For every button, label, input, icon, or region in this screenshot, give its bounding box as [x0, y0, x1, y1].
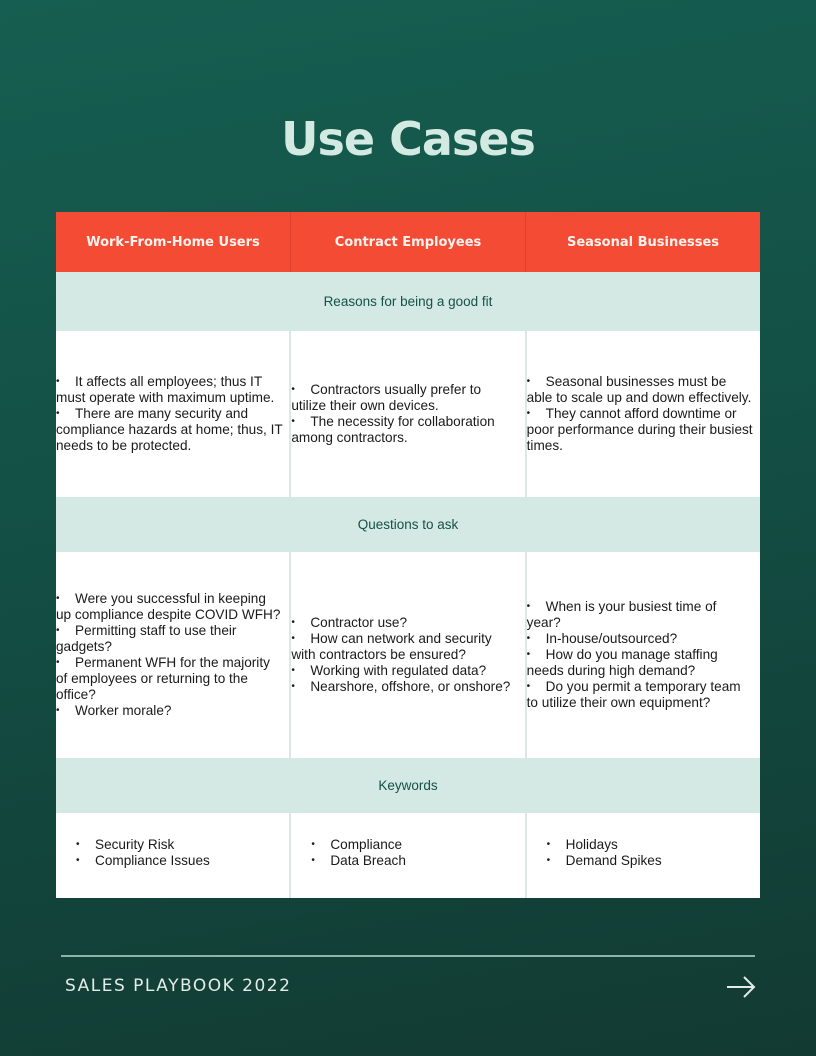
list-item: Permitting staff to use their gadgets?	[37, 623, 283, 655]
table-cell: Were you successful in keeping up compli…	[37, 552, 292, 758]
list-item: Permanent WFH for the majority of employ…	[37, 655, 283, 703]
list-item: How do you manage staffing needs during …	[508, 647, 754, 679]
list-item: When is your busiest time of year?	[508, 599, 754, 631]
table-cell: Security Risk Compliance Issues	[56, 813, 292, 898]
table-cell: Contractor use? How can network and secu…	[272, 552, 527, 758]
list-item: Seasonal businesses must be able to scal…	[508, 374, 754, 406]
column-header-contract: Contract Employees	[291, 212, 526, 272]
list-item: Contractor use?	[272, 615, 518, 631]
section-label-keywords: Keywords	[56, 758, 760, 813]
footer-title: SALES PLAYBOOK 2022	[65, 976, 292, 996]
section-label-reasons: Reasons for being a good fit	[56, 272, 760, 331]
table-cell: Compliance Data Breach	[291, 813, 527, 898]
use-cases-table: Work-From-Home Users Contract Employees …	[37, 212, 760, 898]
table-cell: It affects all employees; thus IT must o…	[37, 331, 292, 497]
table-cell: When is your busiest time of year? In-ho…	[508, 552, 760, 758]
table-row-keywords: Security Risk Compliance Issues Complian…	[56, 813, 760, 898]
list-item: Worker morale?	[37, 703, 283, 719]
list-item: Holidays	[547, 837, 754, 853]
column-header-wfh: Work-From-Home Users	[56, 212, 291, 272]
list-item: The necessity for collaboration among co…	[272, 414, 518, 446]
list-item: Compliance	[311, 837, 518, 853]
list-item: It affects all employees; thus IT must o…	[37, 374, 283, 406]
column-header-seasonal: Seasonal Businesses	[566, 234, 720, 250]
table-cell: Seasonal businesses must be able to scal…	[508, 331, 760, 497]
list-item: In-house/outsourced?	[508, 631, 754, 647]
list-item: Contractors usually prefer to utilize th…	[272, 382, 518, 414]
list-item: Nearshore, offshore, or onshore?	[272, 679, 518, 695]
table-header: Work-From-Home Users Contract Employees …	[56, 212, 760, 272]
list-item: Data Breach	[311, 853, 518, 869]
table-row-reasons: It affects all employees; thus IT must o…	[37, 331, 760, 497]
list-item: Demand Spikes	[547, 853, 754, 869]
page-title: Use Cases	[281, 112, 536, 166]
list-item: Working with regulated data?	[272, 663, 518, 679]
list-item: They cannot afford downtime or poor perf…	[508, 406, 754, 454]
list-item: Do you permit a temporary team to utiliz…	[508, 679, 754, 711]
list-item: Compliance Issues	[76, 853, 283, 869]
list-item: Security Risk	[76, 837, 283, 853]
section-label-questions: Questions to ask	[56, 497, 760, 552]
arrow-right-icon[interactable]	[726, 976, 756, 998]
table-row-questions: Were you successful in keeping up compli…	[37, 552, 760, 758]
list-item: Were you successful in keeping up compli…	[37, 591, 283, 623]
footer-divider	[61, 955, 755, 957]
table-cell: Contractors usually prefer to utilize th…	[272, 331, 527, 497]
list-item: There are many security and compliance h…	[37, 406, 283, 454]
list-item: How can network and security with contra…	[272, 631, 518, 663]
table-cell: Holidays Demand Spikes	[527, 813, 760, 898]
